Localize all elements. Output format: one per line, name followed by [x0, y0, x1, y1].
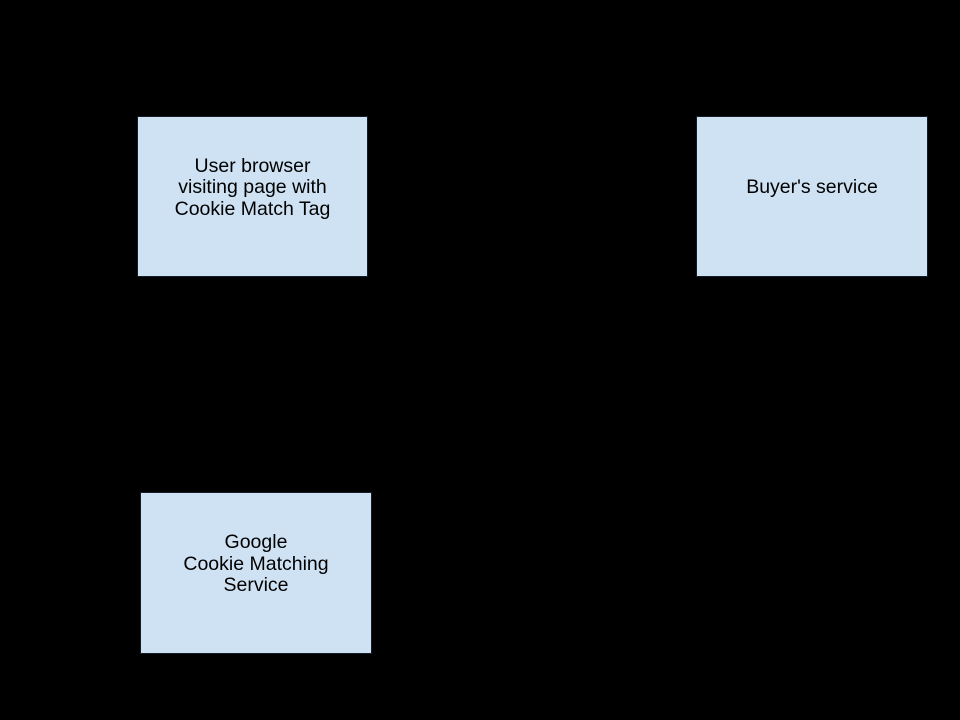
node-label-line: visiting page with: [178, 176, 327, 199]
node-label-line: Service: [223, 574, 289, 597]
node-buyers-service: Buyer's service: [696, 116, 928, 277]
node-label-line: Google: [224, 531, 288, 554]
node-label-line: Buyer's service: [746, 176, 878, 199]
node-google-cookie-matching-service: Google Cookie Matching Service: [140, 492, 372, 654]
node-label-line: User browser: [194, 154, 311, 177]
node-label-line: Cookie Match Tag: [174, 197, 331, 220]
node-label-line: Cookie Matching: [183, 552, 329, 575]
node-user-browser: User browser visiting page with Cookie M…: [137, 116, 368, 277]
